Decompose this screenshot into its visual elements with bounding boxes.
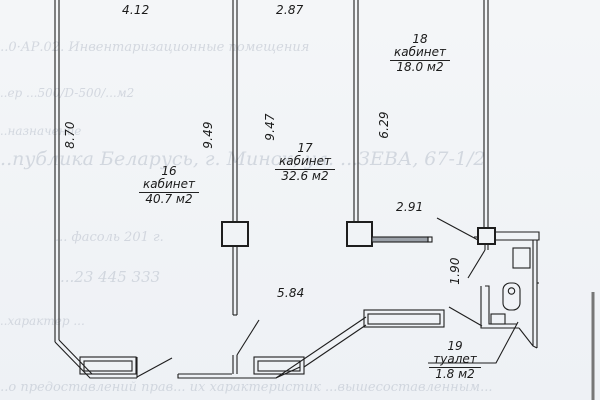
window-corridor	[363, 309, 445, 328]
leader-room19	[428, 321, 519, 364]
background-text-line5: ... фасоль 201 г.	[55, 230, 164, 245]
room-17-name: кабинет	[274, 155, 336, 170]
room-17-number: 17	[297, 141, 313, 155]
column-2	[346, 221, 373, 247]
room-16-area: 40.7 м2	[145, 192, 193, 206]
wall-room16-left	[54, 0, 137, 379]
wall-16-17	[232, 0, 238, 316]
sink	[512, 247, 531, 269]
dim-corridor-width: 5.84	[277, 286, 305, 300]
leader-toilet-wall	[448, 306, 483, 327]
background-text-line6: ...23 445 333	[60, 268, 161, 286]
dim-room18-height: 6.29	[376, 111, 391, 139]
dim-room16-width: 4.12	[122, 3, 150, 17]
dim-room18-bottom-width: 2.91	[396, 200, 424, 214]
room-16-number: 16	[161, 164, 177, 178]
room-19-number: 19	[447, 339, 463, 353]
background-text-line3: ...назначение	[0, 124, 82, 138]
room-17-label: 17 кабинет 32.6 м2	[262, 142, 348, 183]
leader-1-90	[467, 249, 486, 279]
door-arc-room16	[136, 357, 173, 378]
background-text-line7: ...характер ...	[0, 314, 85, 328]
dim-room17-width: 2.87	[276, 3, 304, 17]
room-17-area: 32.6 м2	[281, 169, 329, 183]
toilet-fixture	[490, 282, 521, 325]
room-18-label: 18 кабинет 18.0 м2	[375, 33, 465, 74]
column-3	[477, 227, 496, 245]
leader-2-91	[436, 217, 479, 241]
room-18-number: 18	[412, 32, 428, 46]
room-16-name: кабинет	[138, 178, 200, 193]
room-18-name: кабинет	[389, 46, 451, 61]
room-18-area: 18.0 м2	[396, 60, 444, 74]
wall-corridor-bottom	[177, 316, 367, 379]
window-room16-bottom	[79, 356, 138, 378]
dim-room16-left-height: 8.70	[62, 121, 77, 149]
background-text-line2: ...ер ...500/D-500/...м2	[0, 86, 135, 100]
room-19-name: туалет	[429, 353, 481, 368]
room-19-label: 19 туалет 1.8 м2	[422, 340, 488, 381]
dim-room16-right-height: 9.49	[200, 121, 215, 149]
wall-room18-right	[483, 0, 489, 228]
room-19-area: 1.8 м2	[435, 367, 475, 381]
door-arc-corridor	[236, 319, 260, 356]
dim-room17-height: 9.47	[262, 113, 277, 141]
wall-17-18	[353, 0, 359, 222]
partition-2-91	[371, 236, 433, 243]
room-16-label: 16 кабинет 40.7 м2	[124, 165, 214, 206]
background-text-line1: ...0·АР.02. Инвентаризационные помещения	[0, 40, 310, 55]
background-text-line8: ...о предоставлений прав... их характери…	[0, 380, 493, 395]
column-1	[221, 221, 249, 247]
dim-toilet-height: 1.90	[447, 257, 462, 285]
background-text-line4: ...публика Беларусь, г. Минск, ул. ...ЗЕ…	[0, 148, 486, 170]
